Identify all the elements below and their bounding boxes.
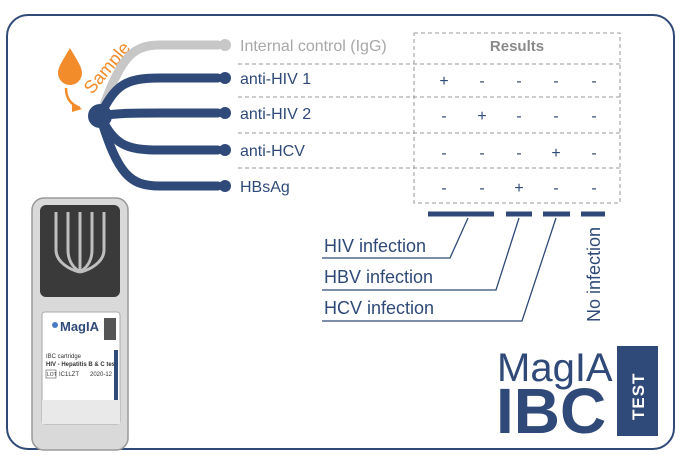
cartridge-line2: HIV - Hepatitis B & C test [46,362,117,368]
sample-inlet-node [88,104,112,128]
cartridge-lot-label: LOT [47,372,57,378]
result-cell: - [591,73,596,90]
results-grid: + - - - - - + - - - - - - + - - - + - - [439,73,596,197]
interpretation-none: No infection [584,227,604,322]
result-cell: - [591,145,596,162]
interpretation-connectors [322,211,605,322]
cartridge-lot-value: IC1LZT [59,372,79,378]
cartridge-image: MagIA IBC cartridge HIV - Hepatitis B & … [31,197,129,451]
result-cell: - [553,180,558,197]
brand-line2: IBC [496,375,606,447]
channel-branch-hbsag [95,111,231,192]
results-box [413,32,621,204]
result-cell: - [516,73,521,90]
result-cell: - [441,108,446,125]
result-cell: - [553,108,558,125]
channel-branch-hcv [95,111,231,156]
sample-arrow-head-icon [72,103,82,112]
channel-label-hbsag: HBsAg [240,179,290,196]
result-cell: - [591,108,596,125]
brand-tag: TEST [629,373,648,420]
channel-label-hcv: anti-HCV [240,143,305,160]
result-cell: + [477,108,486,125]
interpretation-hbv: HBV infection [324,267,433,287]
channel-label-control: Internal control (IgG) [240,38,387,55]
result-cell: - [591,180,596,197]
cartridge-expiry: 2020-12 [90,372,113,378]
interpretation-hcv: HCV infection [324,298,434,318]
result-cell: + [439,73,448,90]
cartridge-logo: MagIA [60,319,100,334]
result-cell: - [516,108,521,125]
channel-label-hiv2: anti-HIV 2 [240,106,311,123]
result-cell: - [441,180,446,197]
interpretation-hiv: HIV infection [324,236,426,256]
result-cell: - [479,73,484,90]
result-cell: + [551,145,560,162]
channel-branch-hiv2 [95,107,231,121]
cartridge-line1: IBC cartridge [46,354,82,360]
brand-line1: MagIA [497,346,613,390]
result-cell: - [441,145,446,162]
result-cell: - [479,180,484,197]
result-cell: - [479,145,484,162]
result-cell: - [553,73,558,90]
row-separators [238,63,620,169]
result-cell: - [516,145,521,162]
channel-label-hiv1: anti-HIV 1 [240,71,311,88]
sample-drop-icon [58,48,82,85]
result-cell: + [514,180,523,197]
brand-tag-box [617,346,658,436]
results-header: Results [490,38,544,55]
